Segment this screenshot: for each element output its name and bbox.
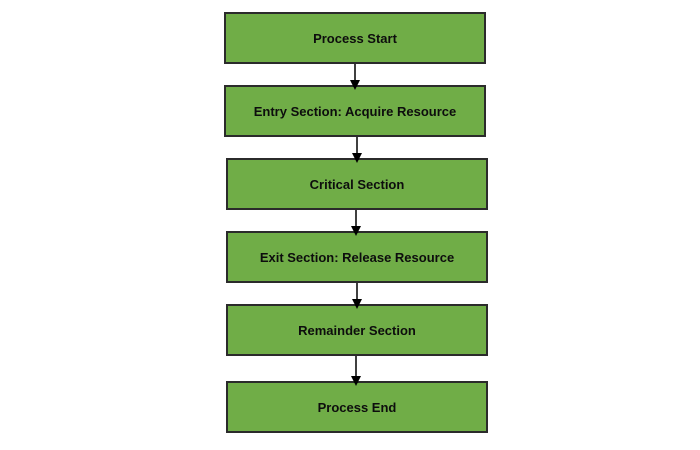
step-exit-section: Exit Section: Release Resource xyxy=(226,231,488,283)
step-label: Remainder Section xyxy=(298,322,416,338)
step-label: Exit Section: Release Resource xyxy=(259,249,455,265)
step-entry-section: Entry Section: Acquire Resource xyxy=(224,85,486,137)
step-label: Process Start xyxy=(313,30,397,46)
step-remainder-section: Remainder Section xyxy=(226,304,488,356)
step-label: Critical Section xyxy=(309,176,405,192)
step-process-end: Process End xyxy=(226,381,488,433)
step-label: Entry Section: Acquire Resource xyxy=(253,103,457,119)
step-label: Process End xyxy=(317,399,397,415)
step-critical-section: Critical Section xyxy=(226,158,488,210)
step-process-start: Process Start xyxy=(224,12,486,64)
